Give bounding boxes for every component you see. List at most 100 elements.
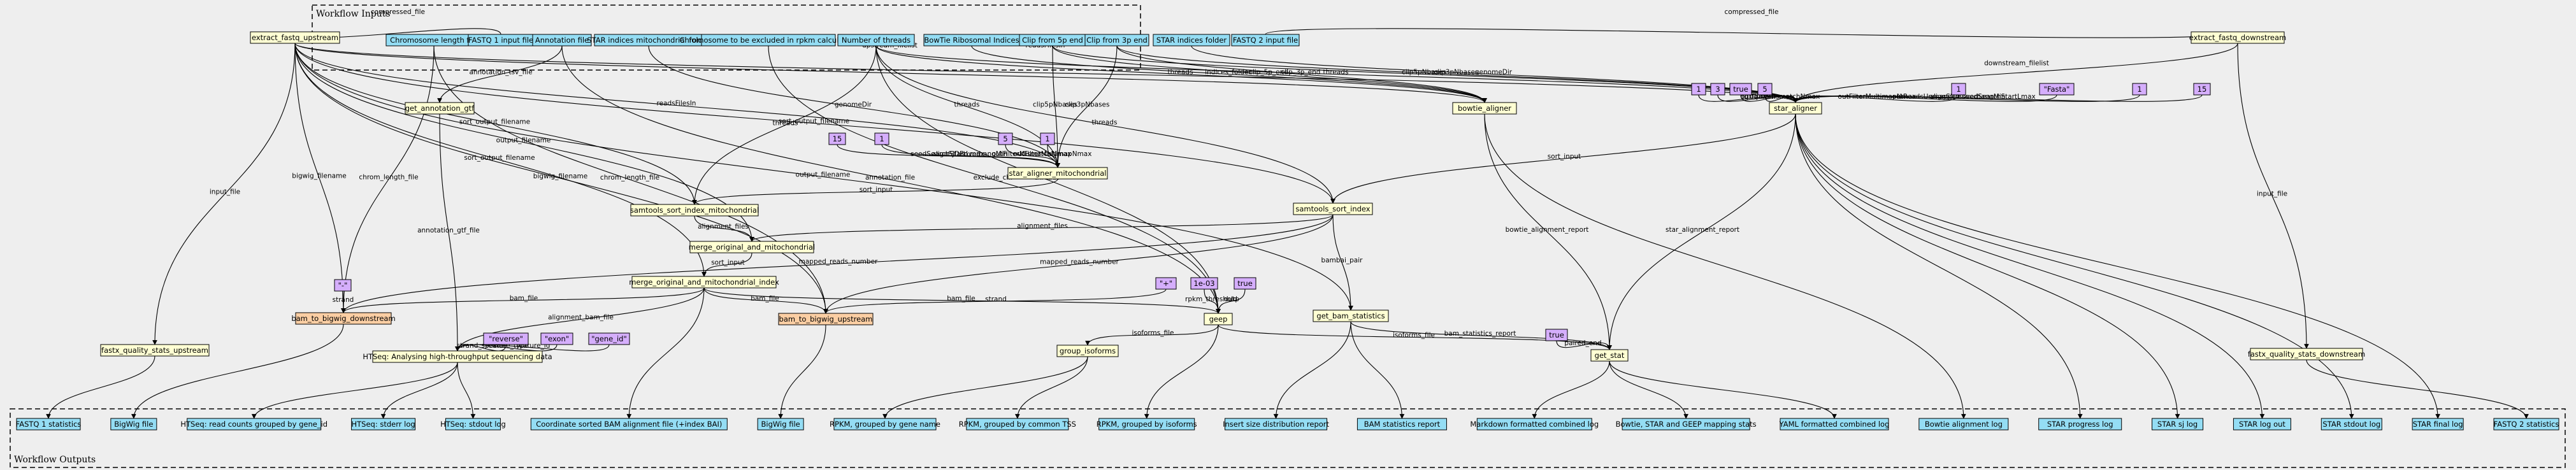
default-d_5b[interactable]: 5	[998, 132, 1013, 145]
edge-star_aligner-to-out20	[1795, 113, 2440, 419]
output-bigwig-file-6[interactable]: BigWig file	[757, 418, 804, 431]
input-fastq-1-input-file[interactable]: FASTQ 1 input file	[468, 34, 534, 46]
step-fastx-quality-stats-upstream[interactable]: fastx_quality_stats_upstream	[100, 344, 210, 357]
output-yaml-formatted-combined-log-14[interactable]: YAML formatted combined log	[1779, 418, 1890, 431]
output-star-stdout-log-19[interactable]: STAR stdout log	[2321, 418, 2382, 431]
edge-d_1a-to-star_aligner	[1698, 94, 1798, 103]
default-d_true_b[interactable]: true	[1234, 277, 1256, 290]
input-annotation-file[interactable]: Annotation file	[532, 34, 592, 46]
input-chromosome-to-be-excluded-in-rpkm-calculation[interactable]: Chromosome to be excluded in rpkm calcul…	[679, 34, 858, 46]
edge-label-isoforms_file_2: isoforms_file	[1393, 332, 1435, 339]
edge-label-bam_file_2: bam_file	[751, 295, 779, 303]
step-group-isoforms[interactable]: group_isoforms	[1056, 345, 1119, 357]
edge-in4-to-geep	[768, 45, 1221, 314]
default-d_3[interactable]: 3	[1710, 83, 1725, 96]
default-d_dash[interactable]: "-"	[334, 279, 352, 292]
output-htseq-stderr-log-3[interactable]: HTSeq: stderr log	[351, 418, 416, 431]
input-star-indices-mitochondrial-folder[interactable]: STAR indices mitochondrial folder	[587, 34, 710, 46]
output-bam-statistics-report-11[interactable]: BAM statistics report	[1356, 418, 1447, 431]
input-clip-from-3p-end[interactable]: Clip from 3p end	[1084, 34, 1149, 46]
input-bowtie-ribosomal-indices[interactable]: BowTie Ribosomal Indices	[923, 34, 1020, 46]
default-d_geneid[interactable]: "gene_id"	[588, 332, 630, 345]
default-d_true_c[interactable]: true	[1545, 329, 1568, 341]
step-samtools-sort-index[interactable]: samtools_sort_index	[1293, 203, 1373, 215]
default-d_true_a[interactable]: true	[1729, 83, 1752, 96]
output-star-sj-log-17[interactable]: STAR sj log	[2152, 418, 2204, 431]
step-extract-fastq-upstream[interactable]: extract_fastq_upstream	[250, 31, 340, 44]
step-merge-original-and-mitochondrial-index[interactable]: merge_original_and_mitochondrial_index	[629, 276, 779, 288]
edge-in2-to-get_annotation_gtf	[437, 45, 563, 103]
input-clip-from-5p-end[interactable]: Clip from 5p end	[1019, 34, 1086, 46]
output-rpkm-grouped-by-common-tss-8[interactable]: RPKM, grouped by common TSS	[959, 418, 1076, 431]
step-merge-original-and-mitochondrial[interactable]: merge_original_and_mitochondrial	[689, 241, 815, 253]
output-markdown-formatted-combined-log-12[interactable]: Markdown formatted combined log	[1470, 418, 1599, 431]
input-chromosome-to-be-excluded-in-rpkm-calculation-label: Chromosome to be excluded in rpkm calcul…	[679, 36, 857, 45]
default-d_plus[interactable]: "+"	[1155, 277, 1177, 290]
default-d_15a[interactable]: 15	[2193, 83, 2211, 96]
edge-merge_original_and_mitochondrial-to-merge_original_and_mitochondrial_index	[702, 252, 752, 277]
output-bowtie-alignment-log-15[interactable]: Bowtie alignment log	[1918, 418, 2009, 431]
input-chromosome-length-file[interactable]: Chromosome length file	[385, 34, 482, 46]
step-fastx-quality-stats-downstream[interactable]: fastx_quality_stats_downstream	[2248, 348, 2365, 360]
step-bowtie-aligner[interactable]: bowtie_aligner	[1452, 102, 1517, 115]
default-d_1e03[interactable]: 1e-03	[1190, 277, 1218, 290]
output-bowtie-star-and-geep-mapping-stats-13[interactable]: Bowtie, STAR and GEEP mapping stats	[1616, 418, 1757, 431]
default-d_fasta[interactable]: "Fasta"	[2039, 83, 2075, 96]
output-htseq-read-counts-grouped-by-gene-id-2-label: HTSeq: read counts grouped by gene_id	[180, 420, 327, 429]
output-bigwig-file-1[interactable]: BigWig file	[110, 418, 157, 431]
edge-label-output_filename_stats: output_filename	[796, 171, 851, 179]
step-htseq[interactable]: HTSeq: Analysing high-throughput sequenc…	[363, 350, 552, 363]
edge-label-sort_output_filename_1: sort_output_filename	[459, 118, 530, 126]
output-coordinate-sorted-bam-alignment-file-index-bai-5[interactable]: Coordinate sorted BAM alignment file (+i…	[530, 418, 728, 431]
output-htseq-stdout-log-4[interactable]: HTSeq: stdout log	[440, 418, 506, 431]
default-d_5a[interactable]: 5	[1757, 83, 1773, 96]
edge-label-rpkm_threshold: rpkm_threshold	[1185, 296, 1237, 303]
default-d_1b-label: 1	[1956, 85, 1961, 94]
output-star-log-out-18[interactable]: STAR log out	[2233, 418, 2291, 431]
edge-fastx_quality_stats_upstream-to-out0	[46, 355, 155, 419]
output-rpkm-grouped-by-gene-name-7[interactable]: RPKM, grouped by gene name	[830, 418, 940, 431]
edge-label-seed_search_r: seedSearchStartLmax	[1962, 93, 2036, 101]
edge-label-clip5p_nbases_r: clip5pNbases	[1402, 69, 1446, 76]
default-d_1e[interactable]: 1	[1040, 132, 1055, 145]
step-samtools-sort-index-mitochondrial[interactable]: samtools_sort_index_mitochondrial	[630, 204, 759, 217]
step-geep[interactable]: geep	[1204, 313, 1233, 325]
output-rpkm-grouped-by-isoforms-9[interactable]: RPKM, grouped by isoforms	[1097, 418, 1197, 431]
edge-label-clip5p_nbases_m: clip5pNbases	[1033, 101, 1077, 109]
edge-label-exclude_chr: exclude_chr	[974, 174, 1014, 182]
step-extract-fastq-upstream-label: extract_fastq_upstream	[252, 33, 338, 42]
edge-label-outfilter_mm_nmax_r: outFilterMismatchNmax	[1741, 93, 1820, 101]
output-insert-size-distribution-report-10[interactable]: Insert size distribution report	[1223, 418, 1330, 431]
input-fastq-2-input-file[interactable]: FASTQ 2 input file	[1231, 34, 1300, 46]
step-get-bam-statistics[interactable]: get_bam_statistics	[1313, 310, 1389, 322]
default-d_15b[interactable]: 15	[828, 132, 846, 145]
edge-d_1e03-to-geep	[1204, 288, 1221, 314]
step-bam-to-bigwig-downstream[interactable]: bam_to_bigwig_downstream	[291, 312, 396, 325]
step-get-annotation-gtf[interactable]: get_annotation_gtf	[405, 102, 475, 115]
default-d_1c[interactable]: 1	[2132, 83, 2147, 96]
output-fastq-1-statistics-0[interactable]: FASTQ 1 statistics	[16, 418, 82, 431]
default-d_1b[interactable]: 1	[1951, 83, 1966, 96]
input-number-of-threads[interactable]: Number of threads	[837, 34, 915, 46]
default-d_1d[interactable]: 1	[874, 132, 889, 145]
step-star-aligner[interactable]: star_aligner	[1769, 102, 1822, 115]
default-d_exon[interactable]: "exon"	[540, 332, 573, 345]
output-star-final-log-20[interactable]: STAR final log	[2412, 418, 2464, 431]
output-fastq-2-statistics-21[interactable]: FASTQ 2 statistics	[2493, 418, 2559, 431]
output-htseq-read-counts-grouped-by-gene-id-2[interactable]: HTSeq: read counts grouped by gene_id	[180, 418, 327, 431]
step-get-stat[interactable]: get_stat	[1590, 349, 1629, 362]
output-star-progress-log-16[interactable]: STAR progress log	[2038, 418, 2122, 431]
default-d_reverse[interactable]: "reverse"	[483, 332, 529, 345]
edge-label-annotation_file: annotation_file	[865, 174, 915, 182]
step-star-aligner-label: star_aligner	[1774, 104, 1817, 113]
default-d_1a[interactable]: 1	[1691, 83, 1706, 96]
step-star-aligner-mitochondrial[interactable]: star_aligner_mitochondrial	[1007, 167, 1108, 180]
step-htseq-label: HTSeq: Analysing high-throughput sequenc…	[363, 352, 552, 361]
output-star-progress-log-16-label: STAR progress log	[2047, 420, 2113, 429]
default-d_15a-label: 15	[2198, 85, 2207, 94]
input-star-indices-folder[interactable]: STAR indices folder	[1153, 34, 1230, 46]
step-bam-to-bigwig-upstream[interactable]: bam_to_bigwig_upstream	[778, 313, 874, 325]
edge-in10-to-extract_fastq_downstream	[1265, 28, 2240, 38]
step-fastx-quality-stats-upstream-label: fastx_quality_stats_upstream	[101, 346, 208, 355]
step-extract-fastq-downstream[interactable]: extract_fastq_downstream	[2189, 31, 2287, 44]
